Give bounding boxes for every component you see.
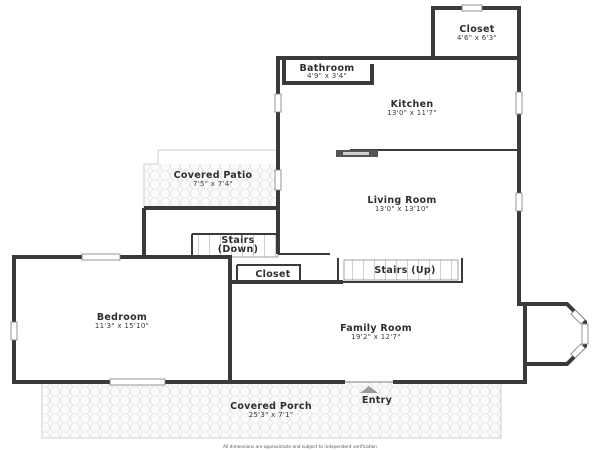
covered-patio-floor <box>144 164 277 208</box>
closet-mid-walls <box>236 264 301 282</box>
stairs-down-name-line1: Stairs <box>221 235 254 246</box>
outdoor-areas <box>41 149 502 439</box>
stairs-up-walls <box>337 258 463 283</box>
kitchen-counter-inset <box>343 152 369 155</box>
patio-room-walls <box>142 206 278 257</box>
bathroom-dims: 4'9" x 3'4" <box>307 72 347 80</box>
window-bay-front <box>581 323 589 345</box>
window-patio <box>274 169 282 191</box>
disclaimer-text: All dimensions are approximate and subje… <box>223 444 377 450</box>
covered-porch-dims: 25'3" x 7'1" <box>249 411 294 419</box>
stairs-up-treads <box>343 259 459 281</box>
family-room-walls <box>230 280 527 384</box>
window-bedroom-top <box>81 253 121 261</box>
living-room-dims: 13'0" x 13'10" <box>375 205 429 213</box>
window-bay-bottom <box>570 343 586 359</box>
kitchen-dims: 13'0" x 11'7" <box>387 109 437 117</box>
covered-porch-floor <box>42 382 501 438</box>
bathroom-walls <box>282 58 374 85</box>
kitchen-name: Kitchen <box>391 99 434 110</box>
window-closet-top <box>461 4 483 12</box>
bedroom-name: Bedroom <box>97 312 147 323</box>
upper-block-walls <box>276 56 525 306</box>
entry-arrow-icon <box>360 386 378 393</box>
bathroom-name: Bathroom <box>300 63 355 74</box>
closet-top-name: Closet <box>459 24 494 35</box>
stairs-up-name: Stairs (Up) <box>374 265 435 276</box>
bedroom-dims: 11'3" x 15'10" <box>95 322 149 330</box>
room-labels: Closet 4'6" x 6'3" Bathroom 4'9" x 3'4" … <box>95 24 497 419</box>
family-room-dims: 19'2" x 12'7" <box>351 333 401 341</box>
covered-porch-name: Covered Porch <box>230 401 312 412</box>
windows <box>10 4 589 386</box>
stairs-down-name-line2: (Down) <box>218 244 258 255</box>
window-living-right <box>515 192 523 212</box>
family-room-name: Family Room <box>340 323 412 334</box>
window-bedroom-bottom <box>109 378 166 386</box>
covered-patio-outline <box>143 149 277 208</box>
closet-mid-name: Closet <box>255 269 290 280</box>
window-kitchen-left <box>274 93 282 113</box>
closet-top-dims: 4'6" x 6'3" <box>457 34 497 42</box>
living-room-name: Living Room <box>367 195 436 206</box>
covered-patio-name: Covered Patio <box>174 170 253 181</box>
covered-patio-dims: 7'5" x 7'4" <box>193 180 233 188</box>
stairs-down-walls <box>191 233 278 257</box>
window-bay-top <box>570 309 586 325</box>
window-bedroom-left <box>10 321 18 341</box>
entry-label: Entry <box>362 395 393 406</box>
window-kitchen-right <box>515 91 523 115</box>
